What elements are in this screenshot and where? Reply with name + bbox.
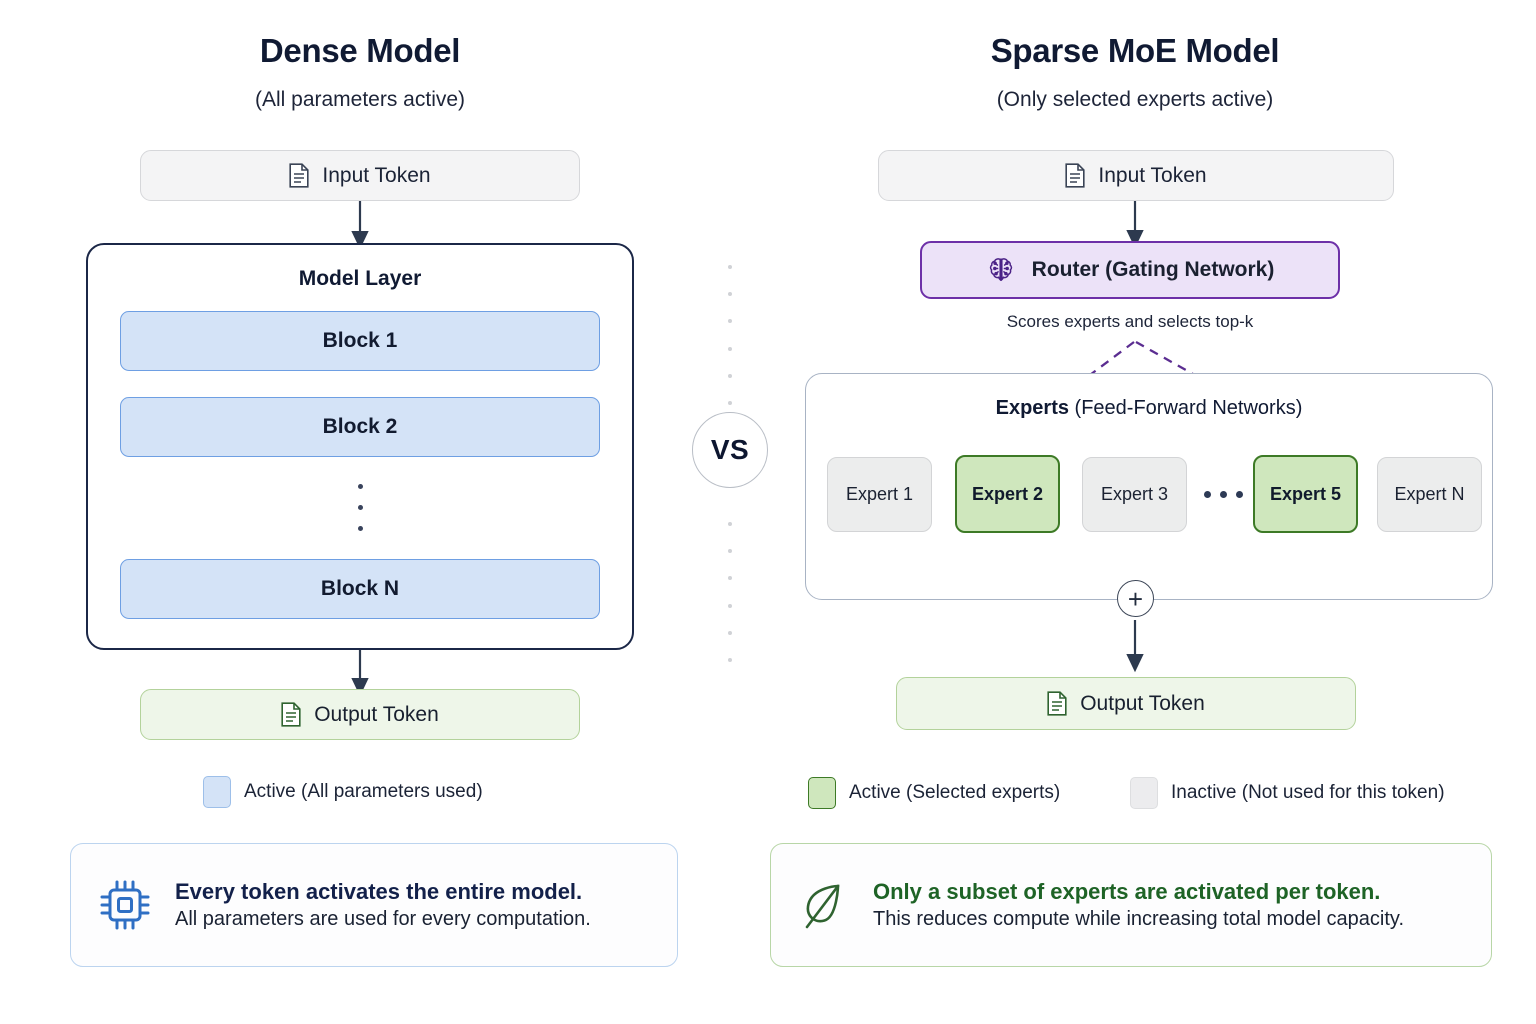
router-note: Scores experts and selects top-k (1006, 312, 1254, 331)
expert-3[interactable]: Expert 3 (1082, 457, 1187, 532)
experts-ellipsis (1198, 486, 1248, 502)
expert-1[interactable]: Expert 1 (827, 457, 932, 532)
legend-dense-active: Active (All parameters used) (203, 776, 483, 808)
output-token-label: Output Token (314, 702, 439, 726)
combine-node-label: + (1127, 583, 1144, 614)
block-n-label: Block N (320, 577, 400, 600)
expert-5[interactable]: Expert 5 (1253, 455, 1358, 533)
callout-moe-headline: Only a subset of experts are activated p… (873, 878, 1381, 904)
combine-node: + (1117, 580, 1154, 617)
legend-moe-inactive: Inactive (Not used for this token) (1130, 777, 1445, 809)
expert-1-label: Expert 1 (845, 484, 914, 504)
legend-swatch-green (808, 777, 836, 809)
legend-label-inactive: Inactive (Not used for this token) (1171, 782, 1445, 803)
legend-label-active-all: Active (All parameters used) (244, 781, 483, 802)
experts-section-title: Experts (Feed-Forward Networks) (805, 397, 1493, 420)
output-token-label: Output Token (1080, 691, 1205, 715)
page-subtitle-moe: (Only selected experts active) (996, 88, 1274, 111)
vs-badge: VS (692, 412, 768, 488)
page-title-moe: Sparse MoE Model (990, 32, 1280, 69)
legend-moe-active: Active (Selected experts) (808, 777, 1060, 809)
router-node[interactable]: Router (Gating Network) (920, 241, 1340, 299)
input-token-pill-moe[interactable]: Input Token (878, 150, 1394, 201)
expert-2[interactable]: Expert 2 (955, 455, 1060, 533)
block-1-label: Block 1 (322, 329, 398, 352)
callout-dense-headline: Every token activates the entire model. (175, 878, 583, 904)
output-token-pill-moe[interactable]: Output Token (896, 677, 1356, 730)
legend-swatch-blue (203, 776, 231, 808)
document-icon (289, 163, 309, 188)
input-token-pill-dense[interactable]: Input Token (140, 150, 580, 201)
legend-label-active-selected: Active (Selected experts) (849, 782, 1061, 803)
divider-dots-bottom (728, 522, 732, 662)
output-token-pill-dense[interactable]: Output Token (140, 689, 580, 740)
page-title-dense: Dense Model (259, 32, 461, 69)
input-token-label: Input Token (322, 163, 431, 187)
brain-icon (986, 255, 1016, 285)
block-2-label: Block 2 (322, 415, 398, 438)
router-label: Router (Gating Network) (1031, 258, 1275, 281)
block-n[interactable]: Block N (120, 559, 600, 619)
model-layer-title: Model Layer (298, 267, 422, 290)
document-icon (1047, 691, 1067, 716)
divider-dots-top (728, 265, 732, 405)
document-icon (1065, 163, 1085, 188)
experts-title-bold: Experts (995, 397, 1069, 419)
blocks-ellipsis (357, 484, 363, 531)
input-token-label: Input Token (1098, 163, 1207, 187)
expert-n-label: Expert N (1394, 484, 1465, 504)
vs-label: VS (710, 434, 750, 465)
callout-moe-subline: This reduces compute while increasing to… (873, 908, 1404, 931)
page-subtitle-dense: (All parameters active) (254, 88, 466, 111)
experts-title-rest: (Feed-Forward Networks) (1068, 397, 1303, 419)
legend-swatch-gray (1130, 777, 1158, 809)
callout-moe: Only a subset of experts are activated p… (770, 843, 1492, 967)
block-2[interactable]: Block 2 (120, 397, 600, 457)
callout-dense-subline: All parameters are used for every comput… (175, 908, 591, 931)
document-icon (281, 702, 301, 727)
leaf-icon (797, 877, 851, 933)
callout-dense: Every token activates the entire model. … (70, 843, 678, 967)
expert-5-label: Expert 5 (1269, 483, 1342, 504)
expert-3-label: Expert 3 (1100, 484, 1169, 504)
expert-n[interactable]: Expert N (1377, 457, 1482, 532)
block-1[interactable]: Block 1 (120, 311, 600, 371)
expert-2-label: Expert 2 (971, 483, 1044, 504)
cpu-chip-icon (97, 877, 153, 933)
